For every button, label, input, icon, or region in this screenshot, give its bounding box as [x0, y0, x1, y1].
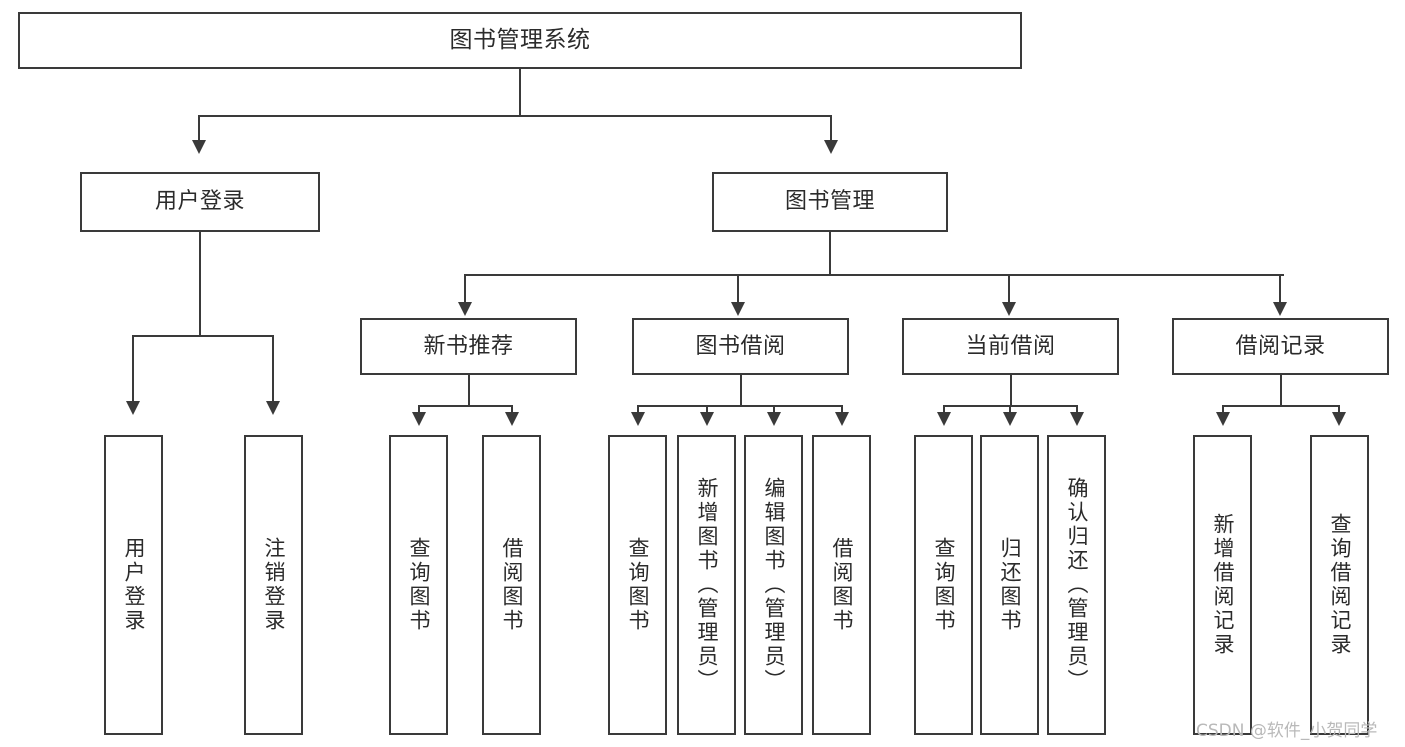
- arrow-to-leaf-user-login: [126, 401, 140, 415]
- leaf-query-book-recommend[interactable]: 查询图书: [389, 435, 448, 735]
- connector-root-drop-1: [198, 115, 200, 142]
- leaf-add-borrow-record[interactable]: 新增借阅记录: [1193, 435, 1252, 735]
- leaf-query-book-borrow[interactable]: 查询图书: [608, 435, 667, 735]
- connector-book-manage-drop-2: [737, 274, 739, 304]
- arrow-to-leaf-edit-book: [767, 412, 781, 426]
- arrow-to-leaf-query-record: [1332, 412, 1346, 426]
- arrow-to-leaf-add-book: [700, 412, 714, 426]
- node-label: 借阅图书: [830, 537, 855, 633]
- arrow-to-user-login: [192, 140, 206, 154]
- connector-book-manage-bus: [464, 274, 1284, 276]
- arrow-to-leaf-query-book-2: [631, 412, 645, 426]
- node-label: 用户登录: [154, 189, 245, 215]
- node-label: 查询图书: [407, 537, 432, 633]
- node-label: 借阅图书: [500, 537, 525, 633]
- node-label: 借阅记录: [1235, 333, 1326, 359]
- connector-book-borrow-drop-1: [637, 405, 639, 415]
- arrow-to-leaf-confirm-return: [1070, 412, 1084, 426]
- connector-user-login-drop-1: [132, 335, 134, 403]
- node-label: 编辑图书（管理员）: [762, 477, 787, 693]
- node-root-system[interactable]: 图书管理系统: [18, 12, 1022, 69]
- node-label: 图书管理系统: [449, 26, 591, 53]
- connector-new-book-stem: [468, 375, 470, 405]
- connector-book-borrow-drop-4: [841, 405, 843, 415]
- connector-user-login-bus: [132, 335, 274, 337]
- arrow-to-new-book-recommend: [458, 302, 472, 316]
- node-label: 确认归还（管理员）: [1065, 477, 1090, 693]
- leaf-borrow-book-recommend[interactable]: 借阅图书: [482, 435, 541, 735]
- leaf-query-borrow-record[interactable]: 查询借阅记录: [1310, 435, 1369, 735]
- connector-book-manage-drop-4: [1279, 274, 1281, 304]
- node-book-borrow[interactable]: 图书借阅: [632, 318, 849, 375]
- connector-book-borrow-bus: [637, 405, 843, 407]
- connector-user-login-drop-2: [272, 335, 274, 403]
- leaf-add-book-admin[interactable]: 新增图书（管理员）: [677, 435, 736, 735]
- node-label: 归还图书: [998, 537, 1023, 633]
- connector-book-manage-stem: [829, 232, 831, 274]
- connector-root-bus: [198, 115, 832, 117]
- node-label: 图书管理: [784, 189, 875, 215]
- leaf-user-login[interactable]: 用户登录: [104, 435, 163, 735]
- connector-current-borrow-drop-1: [943, 405, 945, 415]
- connector-borrow-record-stem: [1280, 375, 1282, 405]
- connector-current-borrow-drop-2: [1009, 405, 1011, 415]
- connector-root-stem: [519, 69, 521, 115]
- node-label: 查询图书: [932, 537, 957, 633]
- arrow-to-current-borrow: [1002, 302, 1016, 316]
- arrow-to-leaf-query-book-3: [937, 412, 951, 426]
- arrow-to-leaf-return-book: [1003, 412, 1017, 426]
- node-label: 图书借阅: [695, 333, 786, 359]
- leaf-borrow-book[interactable]: 借阅图书: [812, 435, 871, 735]
- connector-borrow-record-bus: [1222, 405, 1340, 407]
- connector-user-login-stem: [199, 232, 201, 335]
- arrow-to-borrow-record: [1273, 302, 1287, 316]
- node-label: 用户登录: [122, 537, 147, 633]
- leaf-query-book-current[interactable]: 查询图书: [914, 435, 973, 735]
- node-book-management[interactable]: 图书管理: [712, 172, 948, 232]
- node-user-login[interactable]: 用户登录: [80, 172, 320, 232]
- connector-book-manage-drop-1: [464, 274, 466, 304]
- connector-book-borrow-drop-2: [706, 405, 708, 415]
- node-label: 新书推荐: [423, 333, 514, 359]
- leaf-return-book[interactable]: 归还图书: [980, 435, 1039, 735]
- connector-new-book-drop-1: [418, 405, 420, 415]
- connector-new-book-drop-2: [511, 405, 513, 415]
- node-label: 查询图书: [626, 537, 651, 633]
- connector-root-drop-2: [830, 115, 832, 142]
- leaf-confirm-return-admin[interactable]: 确认归还（管理员）: [1047, 435, 1106, 735]
- arrow-to-leaf-add-record: [1216, 412, 1230, 426]
- connector-current-borrow-drop-3: [1076, 405, 1078, 415]
- arrow-to-book-manage: [824, 140, 838, 154]
- connector-borrow-record-drop-2: [1338, 405, 1340, 415]
- arrow-to-leaf-query-book-1: [412, 412, 426, 426]
- connector-book-manage-drop-3: [1008, 274, 1010, 304]
- node-label: 注销登录: [262, 537, 287, 633]
- connector-current-borrow-stem: [1010, 375, 1012, 405]
- node-label: 查询借阅记录: [1328, 513, 1353, 657]
- connector-book-borrow-drop-3: [773, 405, 775, 415]
- leaf-edit-book-admin[interactable]: 编辑图书（管理员）: [744, 435, 803, 735]
- node-label: 当前借阅: [965, 333, 1056, 359]
- node-borrow-record[interactable]: 借阅记录: [1172, 318, 1389, 375]
- arrow-to-leaf-borrow-book-2: [835, 412, 849, 426]
- arrow-to-book-borrow: [731, 302, 745, 316]
- node-current-borrow[interactable]: 当前借阅: [902, 318, 1119, 375]
- connector-borrow-record-drop-1: [1222, 405, 1224, 415]
- watermark: CSDN @软件_小贺同学: [1196, 721, 1378, 741]
- arrow-to-leaf-logout: [266, 401, 280, 415]
- node-label: 新增借阅记录: [1211, 513, 1236, 657]
- arrow-to-leaf-borrow-book-1: [505, 412, 519, 426]
- node-label: 新增图书（管理员）: [695, 477, 720, 693]
- leaf-logout[interactable]: 注销登录: [244, 435, 303, 735]
- connector-book-borrow-stem: [740, 375, 742, 405]
- node-new-book-recommend[interactable]: 新书推荐: [360, 318, 577, 375]
- connector-new-book-bus: [418, 405, 513, 407]
